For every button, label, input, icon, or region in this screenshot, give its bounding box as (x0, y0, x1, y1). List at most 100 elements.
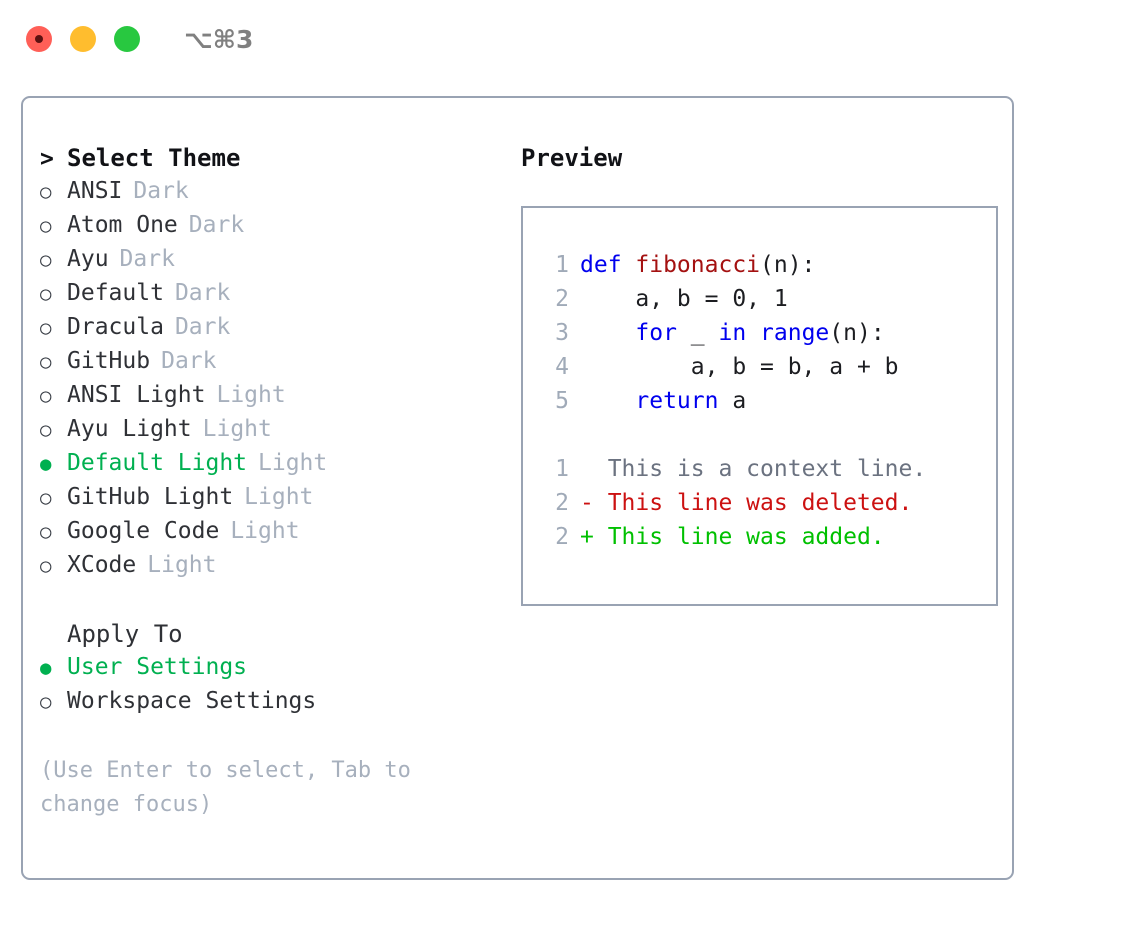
radio-unselected-icon[interactable]: ○ (40, 181, 52, 203)
theme-list-item[interactable]: ○ Default Dark (40, 280, 508, 314)
theme-list-item[interactable]: ○ ANSI Dark (40, 178, 508, 212)
theme-category: Light (216, 382, 286, 408)
theme-category: Dark (188, 212, 245, 238)
radio-unselected-icon[interactable]: ○ (40, 215, 52, 237)
line-number: 3 (555, 320, 569, 346)
theme-category: Dark (119, 246, 175, 272)
theme-name: GitHub (67, 348, 151, 374)
diff-text: This line was added. (607, 524, 885, 550)
line-number: 2 (555, 286, 569, 312)
theme-list-item[interactable]: ○ Atom One Dark (40, 212, 508, 246)
radio-unselected-icon[interactable]: ○ (40, 385, 52, 407)
code-token: a, b = 0, 1 (580, 286, 788, 312)
code-token: (n): (760, 252, 816, 278)
code-token: (n): (829, 320, 885, 346)
theme-name: Ayu (67, 246, 109, 272)
apply-to-list: ●User Settings ○ Workspace Settings (40, 654, 508, 722)
theme-category: Light (244, 484, 314, 510)
line-number: 1 (555, 252, 569, 278)
theme-name: Google Code (67, 518, 220, 544)
apply-to-item[interactable]: ○ Workspace Settings (40, 688, 508, 722)
code-token (580, 320, 635, 346)
keyboard-shortcut-label: ⌥⌘3 (184, 24, 254, 54)
theme-category: Light (230, 518, 300, 544)
focus-caret-icon: > (40, 146, 68, 172)
theme-name: Ayu Light (67, 416, 192, 442)
close-button[interactable] (26, 26, 52, 52)
theme-category: Dark (174, 280, 231, 306)
theme-category: Light (202, 416, 272, 442)
diff-text: This line was deleted. (607, 490, 913, 516)
diff-line: 1 This is a context line. (541, 456, 996, 490)
diff-sign (580, 456, 608, 482)
line-number: 2 (555, 490, 569, 516)
theme-list-item[interactable]: ○ Google Code Light (40, 518, 508, 552)
code-token: _ (676, 320, 719, 346)
code-token: in (718, 320, 747, 346)
theme-list-item[interactable]: ○ Ayu Light Light (40, 416, 508, 450)
theme-name: ANSI Light (67, 382, 206, 408)
minimize-button[interactable] (70, 26, 96, 52)
radio-unselected-icon[interactable]: ○ (40, 555, 52, 577)
apply-to-header: Apply To (40, 620, 508, 654)
diff-sign: - (580, 490, 608, 516)
theme-category: Light (258, 450, 328, 476)
theme-list-item[interactable]: ○ ANSI Light Light (40, 382, 508, 416)
select-theme-header: > Select Theme (40, 144, 508, 178)
theme-category: Dark (133, 178, 189, 204)
apply-to-item[interactable]: ●User Settings (40, 654, 508, 688)
theme-list-item[interactable]: ○ Ayu Dark (40, 246, 508, 280)
theme-category: Dark (174, 314, 231, 340)
code-token (580, 388, 635, 414)
code-token: def (580, 252, 636, 278)
code-token: return (635, 388, 719, 414)
radio-unselected-icon[interactable]: ○ (40, 351, 52, 373)
maximize-button[interactable] (114, 26, 140, 52)
diff-line: 2- This line was deleted. (541, 490, 996, 524)
line-number: 1 (555, 456, 569, 482)
theme-list-item[interactable]: ○ GitHub Dark (40, 348, 508, 382)
radio-selected-icon[interactable]: ● (40, 453, 52, 475)
preview-title: Preview (521, 144, 623, 172)
window-controls (26, 26, 140, 52)
radio-selected-icon[interactable]: ● (40, 657, 52, 679)
code-token: for (635, 320, 677, 346)
code-token: fibonacci (635, 252, 761, 278)
diff-sample: 1 This is a context line.2- This line wa… (541, 456, 996, 558)
radio-unselected-icon[interactable]: ○ (40, 317, 52, 339)
theme-name: Default (67, 280, 164, 306)
radio-unselected-icon[interactable]: ○ (40, 521, 52, 543)
theme-name: ANSI (67, 178, 123, 204)
code-line: 5 return a (541, 388, 996, 422)
theme-name: Atom One (67, 212, 178, 238)
diff-sign: + (580, 524, 608, 550)
code-line: 1 def fibonacci(n): (541, 252, 996, 286)
radio-unselected-icon[interactable]: ○ (40, 283, 52, 305)
radio-unselected-icon[interactable]: ○ (40, 487, 52, 509)
radio-unselected-icon[interactable]: ○ (40, 691, 52, 713)
line-number: 5 (555, 388, 569, 414)
radio-unselected-icon[interactable]: ○ (40, 249, 52, 271)
code-diff-gap (541, 422, 996, 456)
apply-to-label: Workspace Settings (67, 688, 317, 714)
theme-category: Dark (161, 348, 217, 374)
code-line: 2 a, b = 0, 1 (541, 286, 996, 320)
line-number: 4 (555, 354, 569, 380)
line-number: 2 (555, 524, 569, 550)
diff-text: This is a context line. (607, 456, 927, 482)
apply-to-title: Apply To (67, 620, 183, 648)
theme-category: Light (147, 552, 217, 578)
list-gap (40, 586, 508, 620)
code-token: a, b = b, a + b (580, 354, 899, 380)
radio-unselected-icon[interactable]: ○ (40, 419, 52, 441)
